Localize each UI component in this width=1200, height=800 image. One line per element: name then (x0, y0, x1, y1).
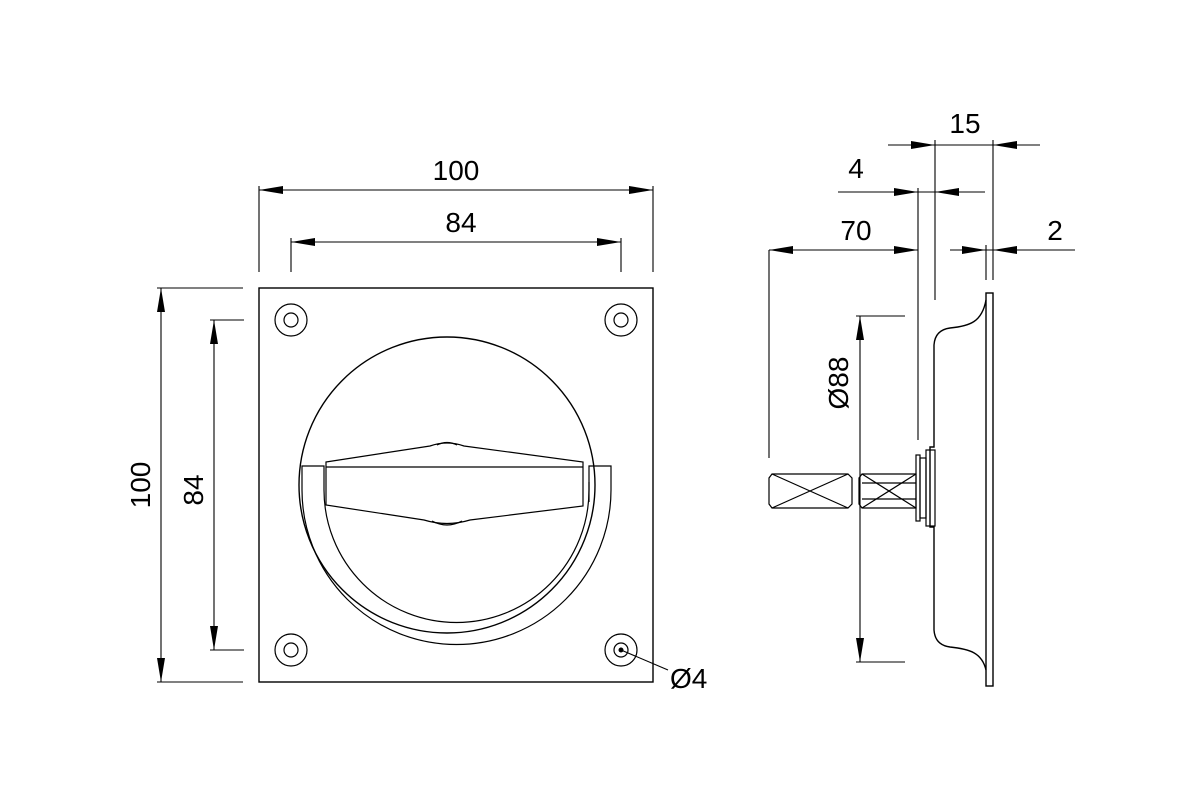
cup-profile (929, 299, 987, 671)
front-view: 100 84 100 84 (125, 155, 707, 694)
dim-plate-width: 100 (258, 155, 654, 272)
dim-hole-spacing-vertical: 84 (178, 319, 244, 651)
screw-hole-bottom-right (604, 633, 638, 667)
dim-label-plate-width: 100 (433, 155, 480, 186)
pivot-washers (915, 449, 936, 527)
dim-wall: 4 (838, 153, 985, 196)
dim-overall-depth: 15 (888, 108, 1040, 149)
ring-handle (301, 465, 612, 646)
dim-label-hole-spacing-vertical: 84 (178, 474, 209, 505)
recessed-cup (298, 336, 596, 634)
dim-handle-extension: 70 (769, 215, 918, 254)
pivot-bar (325, 441, 584, 526)
dim-label-overall-depth: 15 (949, 108, 980, 139)
dim-cup-diameter: Ø88 (823, 315, 905, 663)
dim-label-plate-height: 100 (125, 462, 156, 509)
dim-flange: 2 (950, 215, 1075, 254)
handle-shaft (768, 473, 917, 509)
dim-hole-spacing-horizontal: 84 (290, 207, 622, 272)
dim-label-flange: 2 (1047, 215, 1063, 246)
dim-label-hole-diameter: Ø4 (670, 663, 707, 694)
side-view: 15 4 70 2 Ø88 (768, 108, 1075, 687)
dim-hole-diameter: Ø4 (618, 647, 707, 694)
flange-plate (985, 292, 994, 687)
dim-label-handle-extension: 70 (840, 215, 871, 246)
screw-hole-top-left (274, 303, 308, 337)
mounting-plate (258, 287, 654, 683)
screw-hole-bottom-left (274, 633, 308, 667)
screw-hole-top-right (604, 303, 638, 337)
dim-label-cup-diameter: Ø88 (823, 357, 854, 410)
dim-label-wall: 4 (848, 153, 864, 184)
dim-label-hole-spacing-horizontal: 84 (445, 207, 476, 238)
dim-plate-height: 100 (125, 287, 243, 683)
